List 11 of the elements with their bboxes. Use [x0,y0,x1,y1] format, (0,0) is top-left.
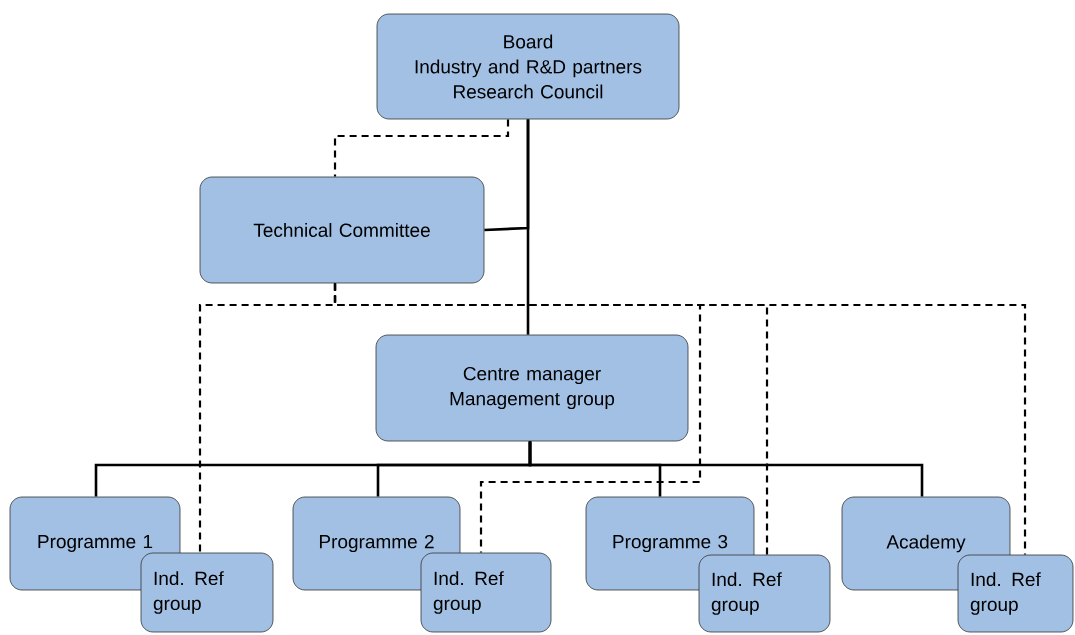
reference-group-box: Ind. Ref group [957,554,1074,633]
connector-line [333,283,1027,555]
manager-box: Centre manager Management group [375,334,689,442]
reference-group-box: Ind. Ref group [698,554,831,633]
connector-line [526,119,530,335]
reference-group-box: Ind. Ref group [420,552,552,633]
connector-line [528,441,924,497]
reference-group-box: Ind. Ref group [140,552,274,633]
board-box: Board Industry and R&D partners Research Council [376,13,680,120]
committee-box: Technical Committee [199,176,485,284]
connector-line [333,119,510,177]
